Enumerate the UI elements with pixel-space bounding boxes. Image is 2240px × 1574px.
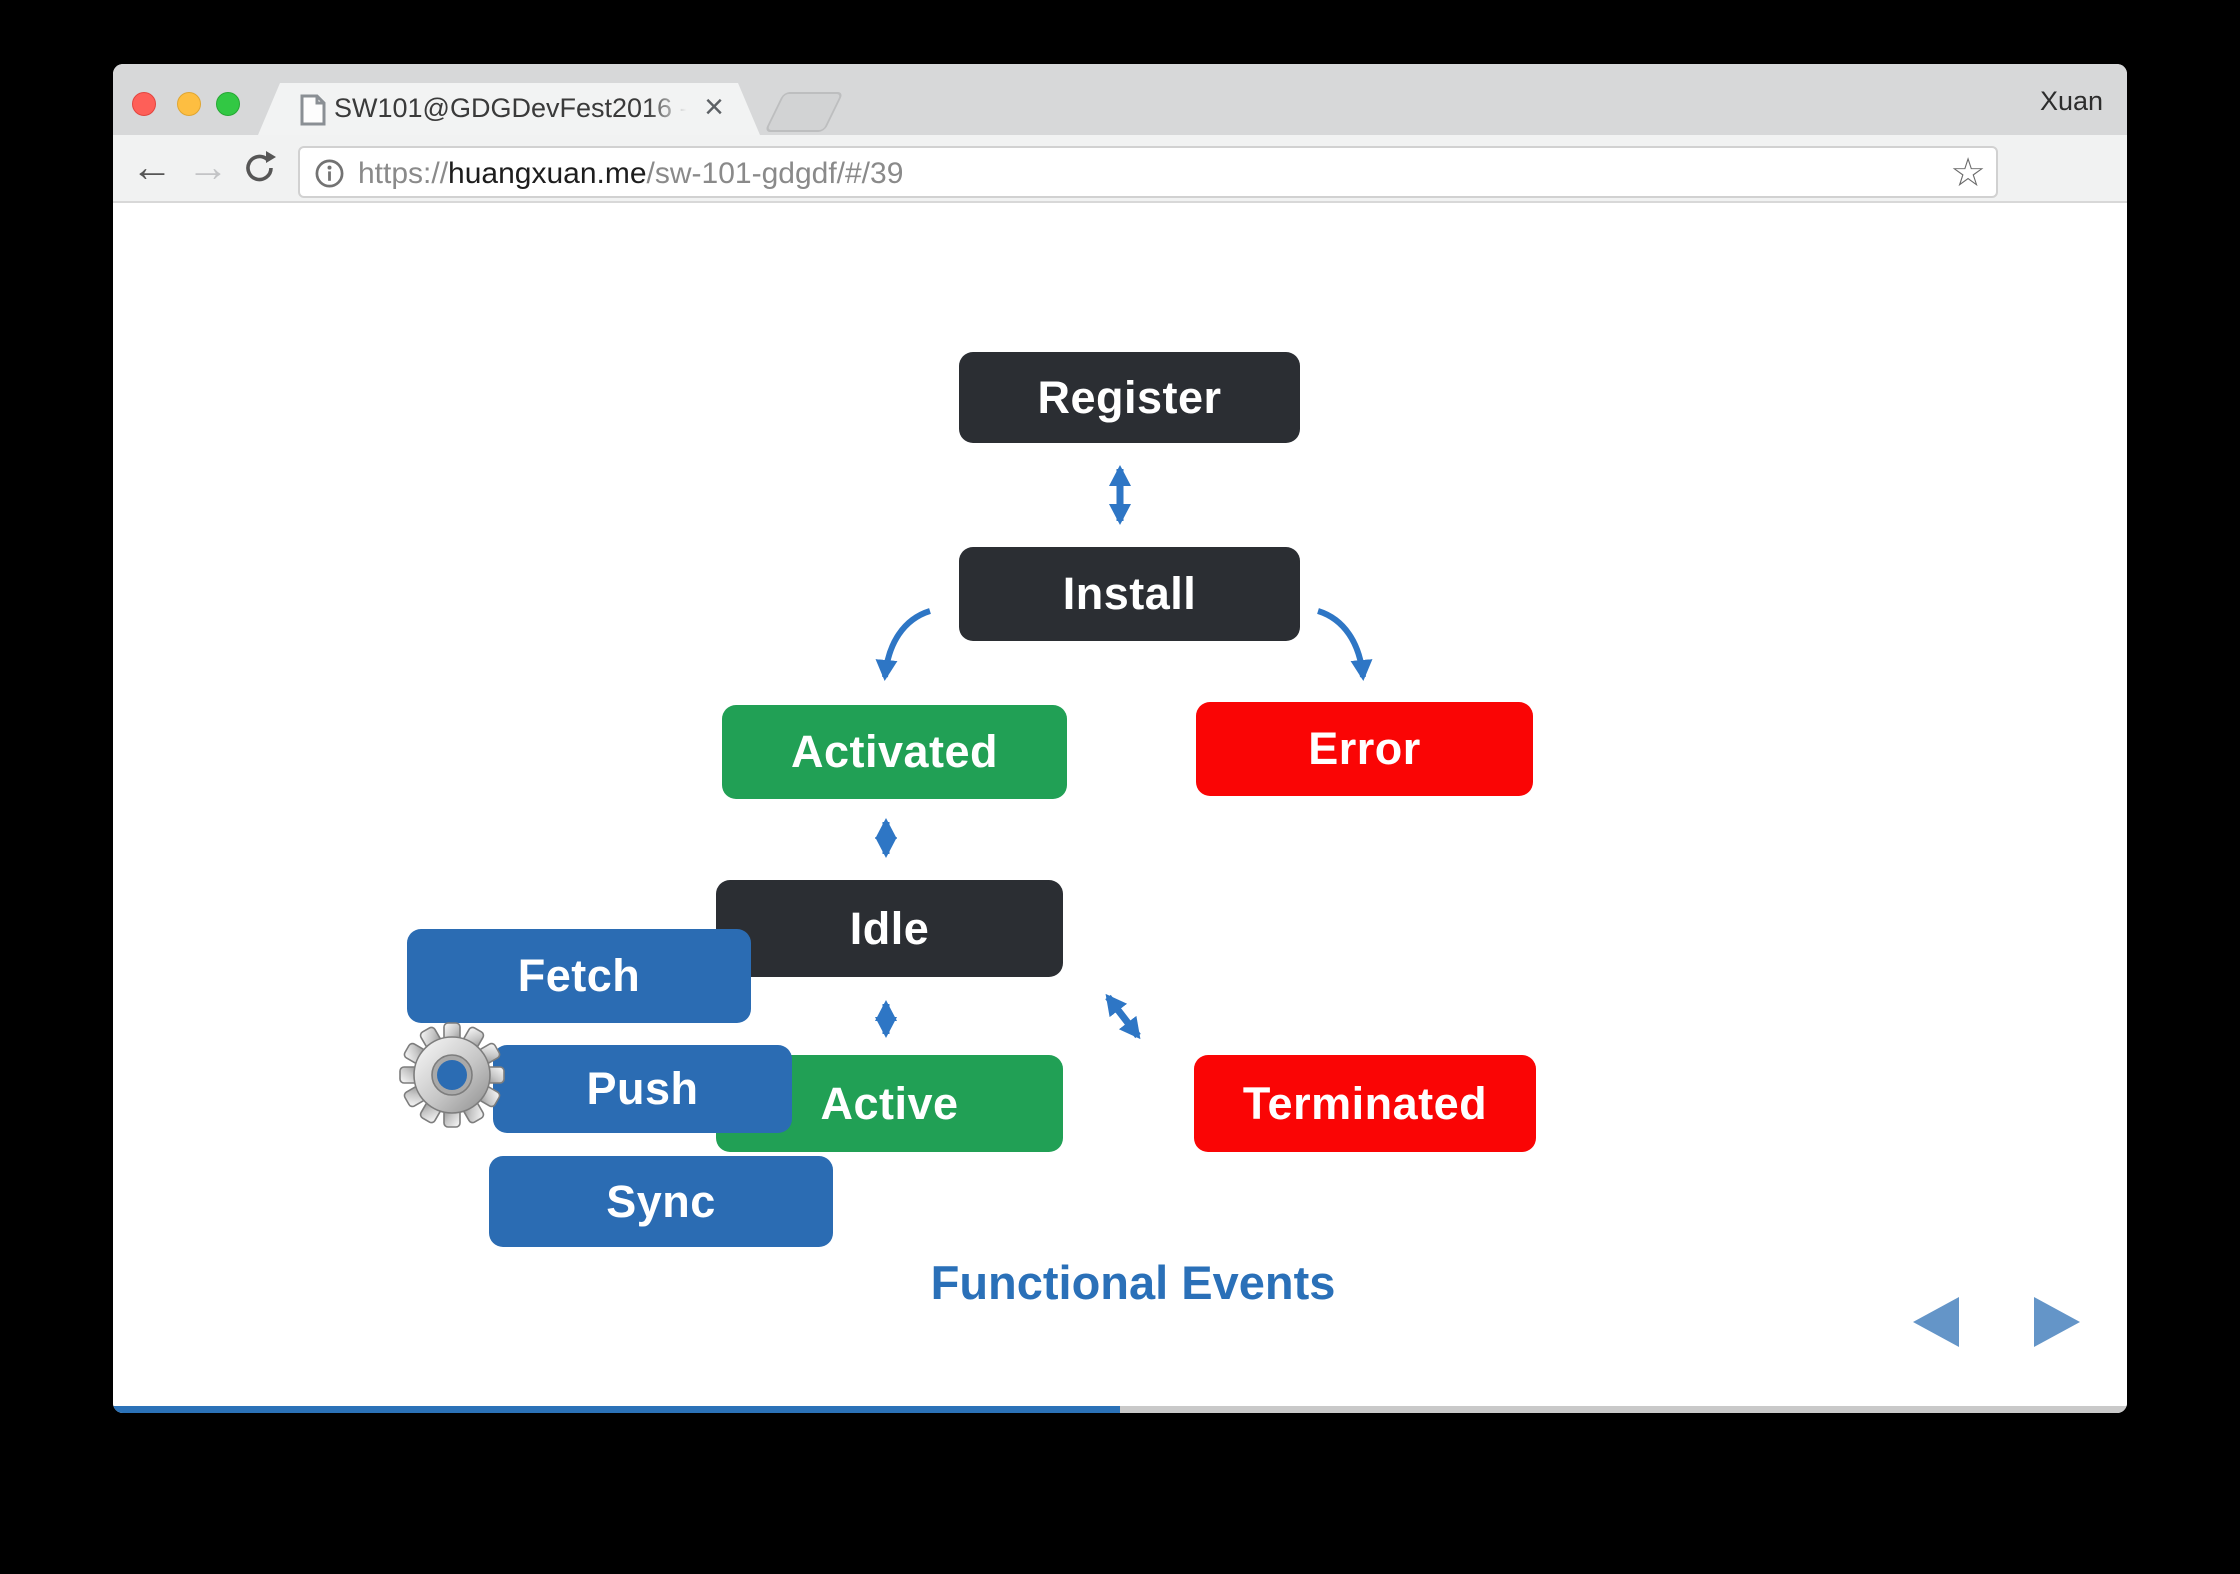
node-idle: Idle [716, 880, 1063, 977]
forward-icon[interactable]: → [187, 143, 229, 190]
back-icon[interactable]: ← [131, 143, 173, 190]
window-minimize-button[interactable] [177, 92, 201, 116]
tab-close-icon[interactable]: × [704, 88, 724, 126]
new-tab-button[interactable] [764, 92, 844, 132]
node-install: Install [959, 547, 1300, 641]
node-activated: Activated [722, 705, 1067, 799]
arrow-install-activated [875, 608, 931, 681]
node-register: Register [959, 352, 1300, 443]
slide-caption: Functional Events [930, 1256, 1336, 1309]
toolbar: ← → https://huangxuan.me/sw-101-gdgdf/#/… [113, 135, 2127, 262]
url-text: https://huangxuan.me/sw-101-gdgdf/#/39 [358, 157, 903, 191]
tab-title: SW101@GDGDevFest2016 - ( [334, 93, 690, 123]
node-push: Push [493, 1045, 792, 1133]
arrow-idle-terminated [1105, 993, 1141, 1040]
tab-active[interactable]: SW101@GDGDevFest2016 - ( × [258, 83, 760, 135]
node-fetch: Fetch [407, 929, 751, 1023]
progress-fill [113, 1406, 1120, 1413]
progress-track [113, 1406, 2127, 1413]
node-sync: Sync [489, 1156, 833, 1247]
node-terminated: Terminated [1194, 1055, 1536, 1152]
url-path: /sw-101-gdgdf/#/39 [646, 157, 904, 190]
window-close-button[interactable] [132, 92, 156, 116]
arrow-install-error [1317, 608, 1373, 681]
document-icon [300, 94, 326, 126]
next-slide-button[interactable] [2034, 1297, 2080, 1347]
slide-content: Register Install Activated Error Idle Fe… [113, 203, 2127, 1406]
address-bar[interactable]: https://huangxuan.me/sw-101-gdgdf/#/39 ☆ [298, 146, 1998, 198]
window-zoom-button[interactable] [216, 92, 240, 116]
bookmark-star-icon[interactable]: ☆ [1950, 151, 1986, 195]
node-error: Error [1196, 702, 1533, 796]
url-host: huangxuan.me [448, 157, 647, 190]
prev-slide-button[interactable] [1913, 1297, 1959, 1347]
page-info-icon[interactable] [314, 158, 345, 189]
url-scheme: https:// [358, 157, 449, 190]
gear-icon [399, 1022, 505, 1128]
reload-icon[interactable] [241, 149, 279, 187]
profile-label: Xuan [2039, 86, 2103, 116]
browser-window: SW101@GDGDevFest2016 - ( × Xuan ← → http… [113, 64, 2127, 1413]
tab-strip: SW101@GDGDevFest2016 - ( × Xuan [113, 64, 2127, 135]
